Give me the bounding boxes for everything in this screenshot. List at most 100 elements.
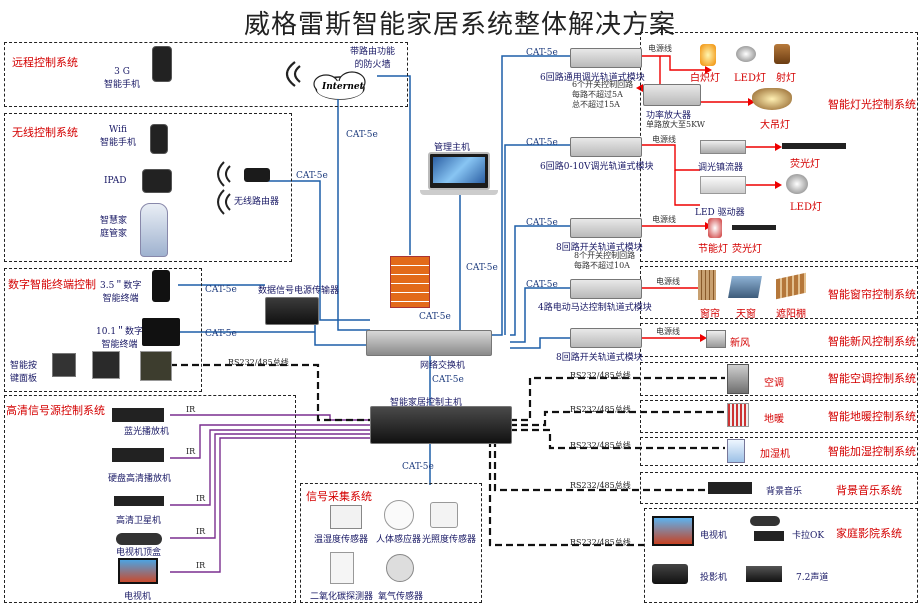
- air-conditioner-icon: [727, 364, 749, 394]
- keypad-panel-3-icon[interactable]: [140, 351, 172, 381]
- karaoke-label: 卡拉OK: [792, 531, 825, 541]
- keypad-panel-1-icon[interactable]: [52, 353, 76, 377]
- temperature-humidity-sensor-icon: [330, 505, 362, 529]
- laptop-icon: [428, 152, 490, 190]
- terminal-101-icon[interactable]: [142, 318, 180, 346]
- ir-label-4: IR: [196, 527, 206, 536]
- router-label: 无线路由器: [234, 197, 280, 207]
- incandescent-label: 白炽灯: [690, 73, 720, 84]
- phone-3g-label: 3 G 智能手机: [104, 67, 141, 90]
- led2-label: LED灯: [790, 202, 822, 213]
- rs-bus-label-ac: RS232/485总线: [570, 371, 631, 380]
- microphone-icon: [750, 516, 780, 526]
- robot-butler-icon: [140, 203, 168, 257]
- group-curtain-title: 智能窗帘控制系统: [828, 288, 916, 301]
- ir-label-2: IR: [186, 447, 196, 456]
- incandescent-lamp-icon: [700, 44, 716, 66]
- cat5e-label-term101: CAT-5e: [205, 329, 237, 339]
- karaoke-player-icon: [754, 531, 784, 541]
- tv-box-label: 电视机顶盒: [116, 548, 162, 558]
- firewall-icon: [390, 256, 430, 308]
- music-player-icon: [708, 482, 752, 494]
- laptop-base: [420, 190, 498, 195]
- skylight-icon: [728, 276, 762, 298]
- humidifier-icon: [727, 439, 745, 463]
- keypad-label: 智能按 键面板: [10, 361, 38, 384]
- co2-detector-icon: [330, 552, 354, 584]
- body-sensor-label: 人体感应器: [376, 535, 422, 545]
- wifi-phone-label: Wifi 智能手机: [100, 125, 137, 148]
- projector-label: 投影机: [700, 573, 728, 583]
- group-remote: [4, 42, 408, 107]
- power-line-label-2: 电源线: [652, 135, 676, 144]
- dimmer-module-6ch-icon: [570, 48, 642, 68]
- fresh-air-unit-icon: [706, 330, 726, 348]
- robot-label: 智慧家 庭管家: [100, 216, 128, 239]
- group-wireless-title: 无线控制系统: [12, 126, 78, 139]
- fresh-air-label: 新风: [730, 338, 750, 349]
- floor-heating-icon: [727, 403, 749, 427]
- data-power-transmitter-icon: [265, 297, 319, 325]
- cat5e-label-control: CAT-5e: [432, 375, 464, 385]
- group-lighting: [640, 32, 918, 262]
- ipad-icon: [142, 169, 172, 193]
- floor-heat-label: 地暖: [764, 414, 784, 425]
- group-music: [640, 472, 918, 504]
- co2-label: 二氧化碳探测器: [310, 592, 374, 602]
- keypad-panel-2-icon[interactable]: [92, 351, 120, 379]
- sound72-label: 7.2声道: [796, 573, 829, 583]
- group-sensor: [300, 483, 482, 603]
- rs-bus-label-keypad: RS232/485总线: [228, 358, 289, 367]
- power-line-label-5: 电源线: [656, 327, 680, 336]
- power-amplifier-icon: [643, 84, 701, 106]
- fluorescent1-label: 荧光灯: [790, 159, 820, 170]
- tv-icon: [118, 558, 158, 584]
- wifi-signal-icon: [285, 61, 301, 87]
- energy-saving-lamp-icon: [708, 218, 722, 238]
- wifi-phone-icon: [150, 124, 168, 154]
- module-5-label: 4路电动马达控制轨道式模块: [538, 303, 652, 313]
- rs-bus-label-music: RS232/485总线: [570, 481, 631, 490]
- page-title: 威格雷斯智能家居系统整体解决方案: [243, 10, 676, 40]
- cat5e-label-m1: CAT-5e: [526, 48, 558, 58]
- power-transmitter-label: 数据信号电源传输器: [258, 286, 340, 296]
- module-2-label: 功率放大器: [646, 111, 692, 121]
- group-wireless: [4, 113, 292, 262]
- group-theater: [644, 508, 918, 603]
- bluray-label: 蓝光播放机: [124, 427, 170, 437]
- module-6-label: 8回路开关轨道式模块: [556, 353, 643, 363]
- router-wifi-waves-icon: [217, 161, 231, 215]
- theater-tv-label: 电视机: [700, 531, 728, 541]
- tv-box-icon: [116, 533, 162, 545]
- module-4-label: 8回路开关轨道式模块: [556, 243, 643, 253]
- switch-module-8ch-b-icon: [570, 328, 642, 348]
- skylight-label: 天窗: [736, 309, 756, 320]
- o2-label: 氧气传感器: [378, 592, 424, 602]
- power-line-label-1: 电源线: [648, 44, 672, 53]
- led-downlight-icon: [786, 174, 808, 194]
- cat5e-label-firewall: CAT-5e: [346, 130, 378, 140]
- bluray-player-icon: [112, 408, 164, 422]
- terminal-101-label: 10.1＂数字 智能终端: [96, 327, 144, 350]
- module-2-note: 单路放大至5KW: [646, 120, 706, 129]
- terminal-35-icon[interactable]: [152, 270, 170, 302]
- mgmt-host-label: 管理主机: [434, 143, 471, 153]
- group-floor-title: 智能地暖控制系统: [828, 410, 916, 423]
- group-music-title: 背景音乐系统: [836, 484, 902, 497]
- module-1-label: 6回路通用调光轨道式模块: [540, 73, 645, 83]
- curtain-label: 窗帘: [700, 309, 720, 320]
- terminal-35-label: 3.5＂数字 智能终端: [100, 281, 142, 304]
- group-hd: [4, 395, 296, 603]
- ballast-label: 调光镇流器: [698, 163, 744, 173]
- internet-label: Internet: [322, 82, 364, 92]
- group-ac: [640, 362, 918, 396]
- group-fresh-title: 智能新风控制系统: [828, 335, 916, 348]
- hdd-player-icon: [112, 448, 164, 462]
- ir-label-3: IR: [196, 494, 206, 503]
- chandelier-icon: [752, 88, 792, 110]
- tv-label: 电视机: [124, 592, 152, 602]
- led-lamp-icon: [736, 46, 756, 62]
- rs-bus-label-floor: RS232/485总线: [570, 405, 631, 414]
- av-receiver-icon: [746, 566, 782, 582]
